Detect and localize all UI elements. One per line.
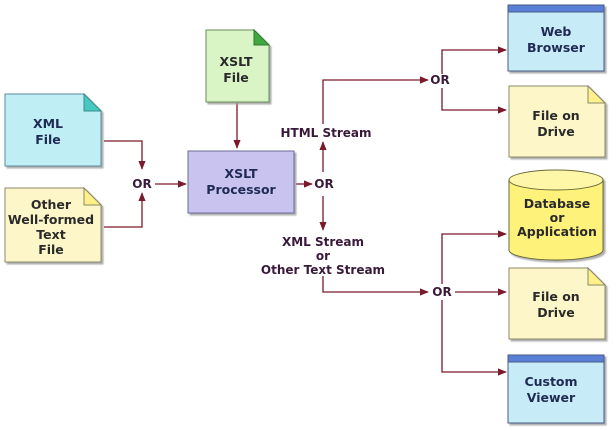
other-file-label-1: Other <box>31 197 72 212</box>
or-inputs-label: OR <box>132 177 151 191</box>
xslt-processor-node <box>187 150 295 214</box>
wire-xml-to-or <box>104 140 146 170</box>
xslt-file-node <box>205 28 271 103</box>
database-label-1: Database <box>524 196 591 211</box>
xslt-file-label-2: File <box>223 70 249 85</box>
xml-stream-label-1: XML Stream <box>282 235 364 249</box>
file-drive-1-label-2: Drive <box>537 124 574 139</box>
file-on-drive-1-node <box>508 84 607 158</box>
web-browser-label-1: Web <box>541 24 572 39</box>
wire-html-to-or <box>322 76 429 124</box>
xml-stream-label-2: or <box>316 249 330 263</box>
file-on-drive-2-node <box>508 266 607 340</box>
processor-label-1: XSLT <box>224 166 258 181</box>
custom-viewer-node <box>507 354 605 424</box>
database-node <box>508 169 604 261</box>
custom-viewer-label-1: Custom <box>524 374 577 389</box>
html-stream-label: HTML Stream <box>280 126 371 140</box>
custom-viewer-label-2: Viewer <box>527 390 576 405</box>
or-xml-label: OR <box>432 285 451 299</box>
database-label-2: or <box>550 210 566 225</box>
xml-stream-label-3: Other Text Stream <box>261 263 385 277</box>
file-drive-2-label-1: File on <box>532 289 579 304</box>
xml-file-node <box>4 92 103 167</box>
file-drive-2-label-2: Drive <box>537 305 574 320</box>
file-drive-1-label-1: File on <box>532 108 579 123</box>
database-label-3: Application <box>517 224 597 239</box>
xml-file-label-1: XML <box>33 116 63 131</box>
connectors <box>104 46 507 376</box>
other-file-label-3: Text <box>36 227 65 242</box>
xslt-file-label-1: XSLT <box>219 54 253 69</box>
or-html-label: OR <box>430 73 449 87</box>
xml-file-label-2: File <box>35 132 61 147</box>
wire-other-to-or <box>104 192 146 228</box>
wire-xml-to-or <box>322 276 429 296</box>
web-browser-node <box>507 4 605 72</box>
other-text-file-node <box>4 186 103 263</box>
or-processor-label: OR <box>314 177 333 191</box>
processor-label-2: Processor <box>206 182 276 197</box>
web-browser-label-2: Browser <box>527 40 586 55</box>
wire-to-web-browser <box>441 46 507 74</box>
wire-to-database <box>441 230 507 284</box>
wire-to-file-drive-1 <box>441 88 507 114</box>
other-file-label-4: File <box>38 242 64 257</box>
other-file-label-2: Well-formed <box>8 212 94 227</box>
wire-to-custom-viewer <box>441 300 507 376</box>
